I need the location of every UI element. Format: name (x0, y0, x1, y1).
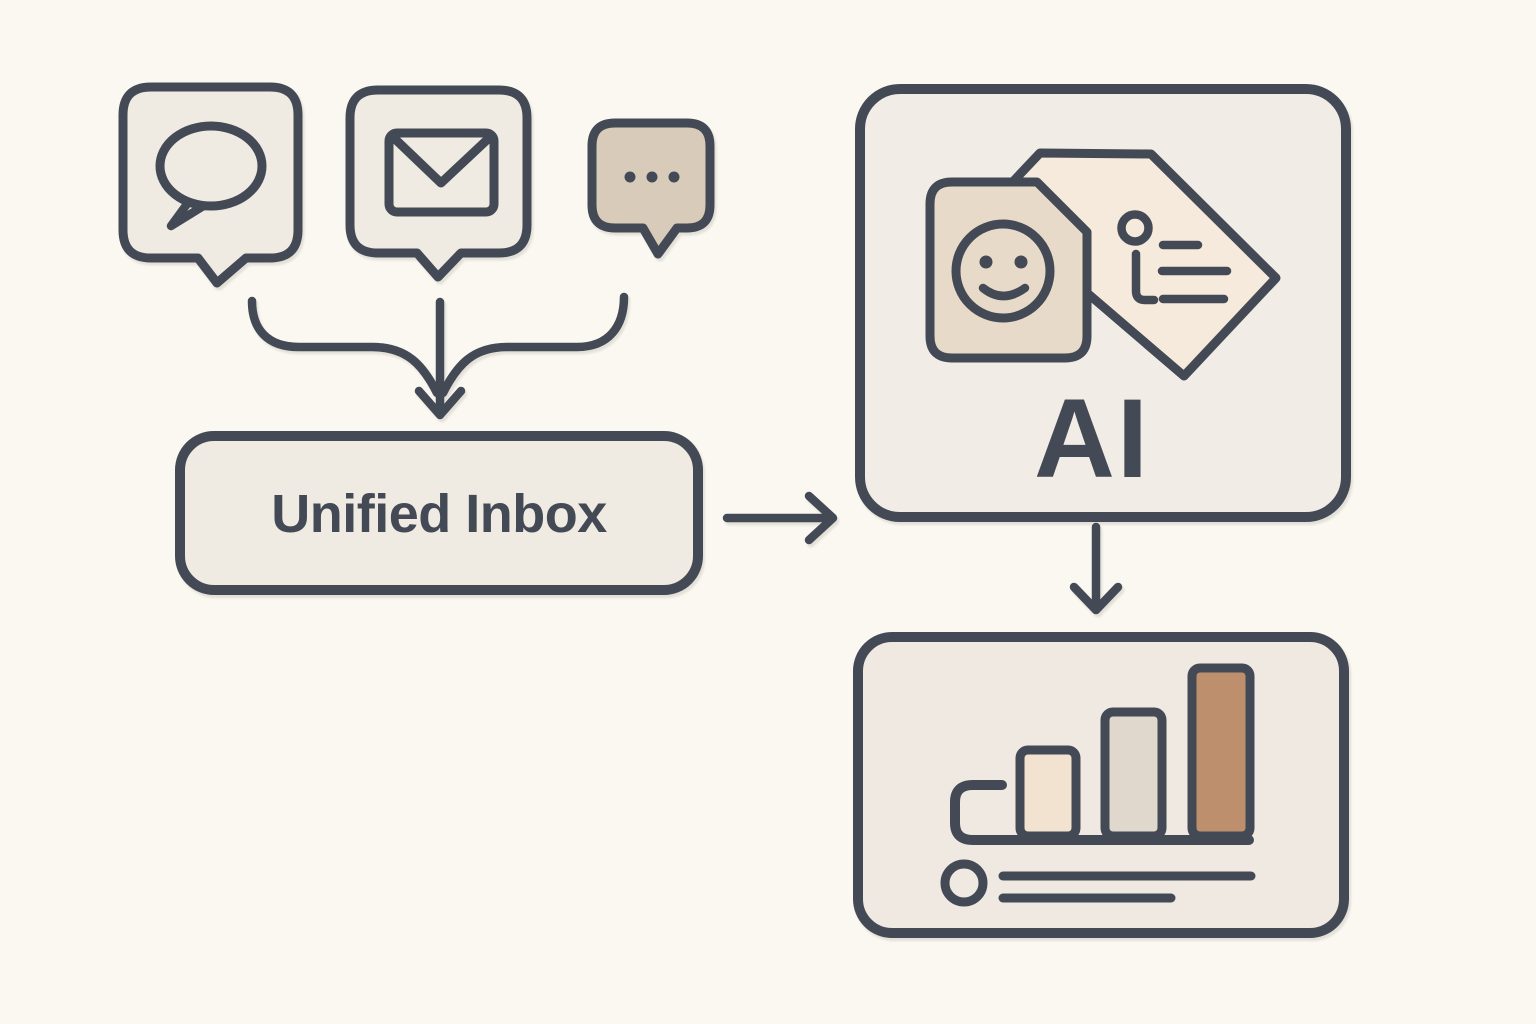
right-arrowhead-icon (804, 491, 838, 545)
down-arrowhead-icon (1069, 582, 1123, 615)
ai-label: AI (1034, 376, 1150, 501)
envelope-icon (384, 128, 499, 217)
bar-medium (1100, 707, 1167, 841)
email-bubble-icon (345, 85, 532, 282)
sms-bubble-icon (587, 118, 715, 259)
left-converge-curve (247, 296, 442, 398)
right-converge-curve (438, 292, 629, 398)
bullet-circle-icon (940, 859, 988, 907)
tag-hole-icon (1117, 210, 1153, 246)
report-summary-lines-icon (940, 859, 1256, 907)
ai-node: AI (855, 84, 1351, 522)
bar-small (1015, 745, 1081, 841)
unified-inbox-label: Unified Inbox (271, 484, 607, 544)
arrow-right (722, 491, 838, 545)
analytics-node (853, 632, 1349, 938)
bar-chart-icon (950, 663, 1255, 845)
arrow-down (1069, 522, 1123, 615)
chart-baseline-and-open-bar (950, 780, 1254, 845)
chat-bubble-icon (118, 82, 303, 288)
speech-balloon-icon (155, 121, 267, 231)
converging-arrows (247, 292, 629, 420)
unified-inbox-node: Unified Inbox (175, 431, 703, 595)
typing-dots-icon (624, 171, 680, 183)
smiley-card-icon (925, 177, 1092, 363)
bar-tall (1187, 663, 1255, 841)
smiley-face-icon (951, 219, 1055, 323)
down-arrowhead-icon (414, 386, 466, 420)
